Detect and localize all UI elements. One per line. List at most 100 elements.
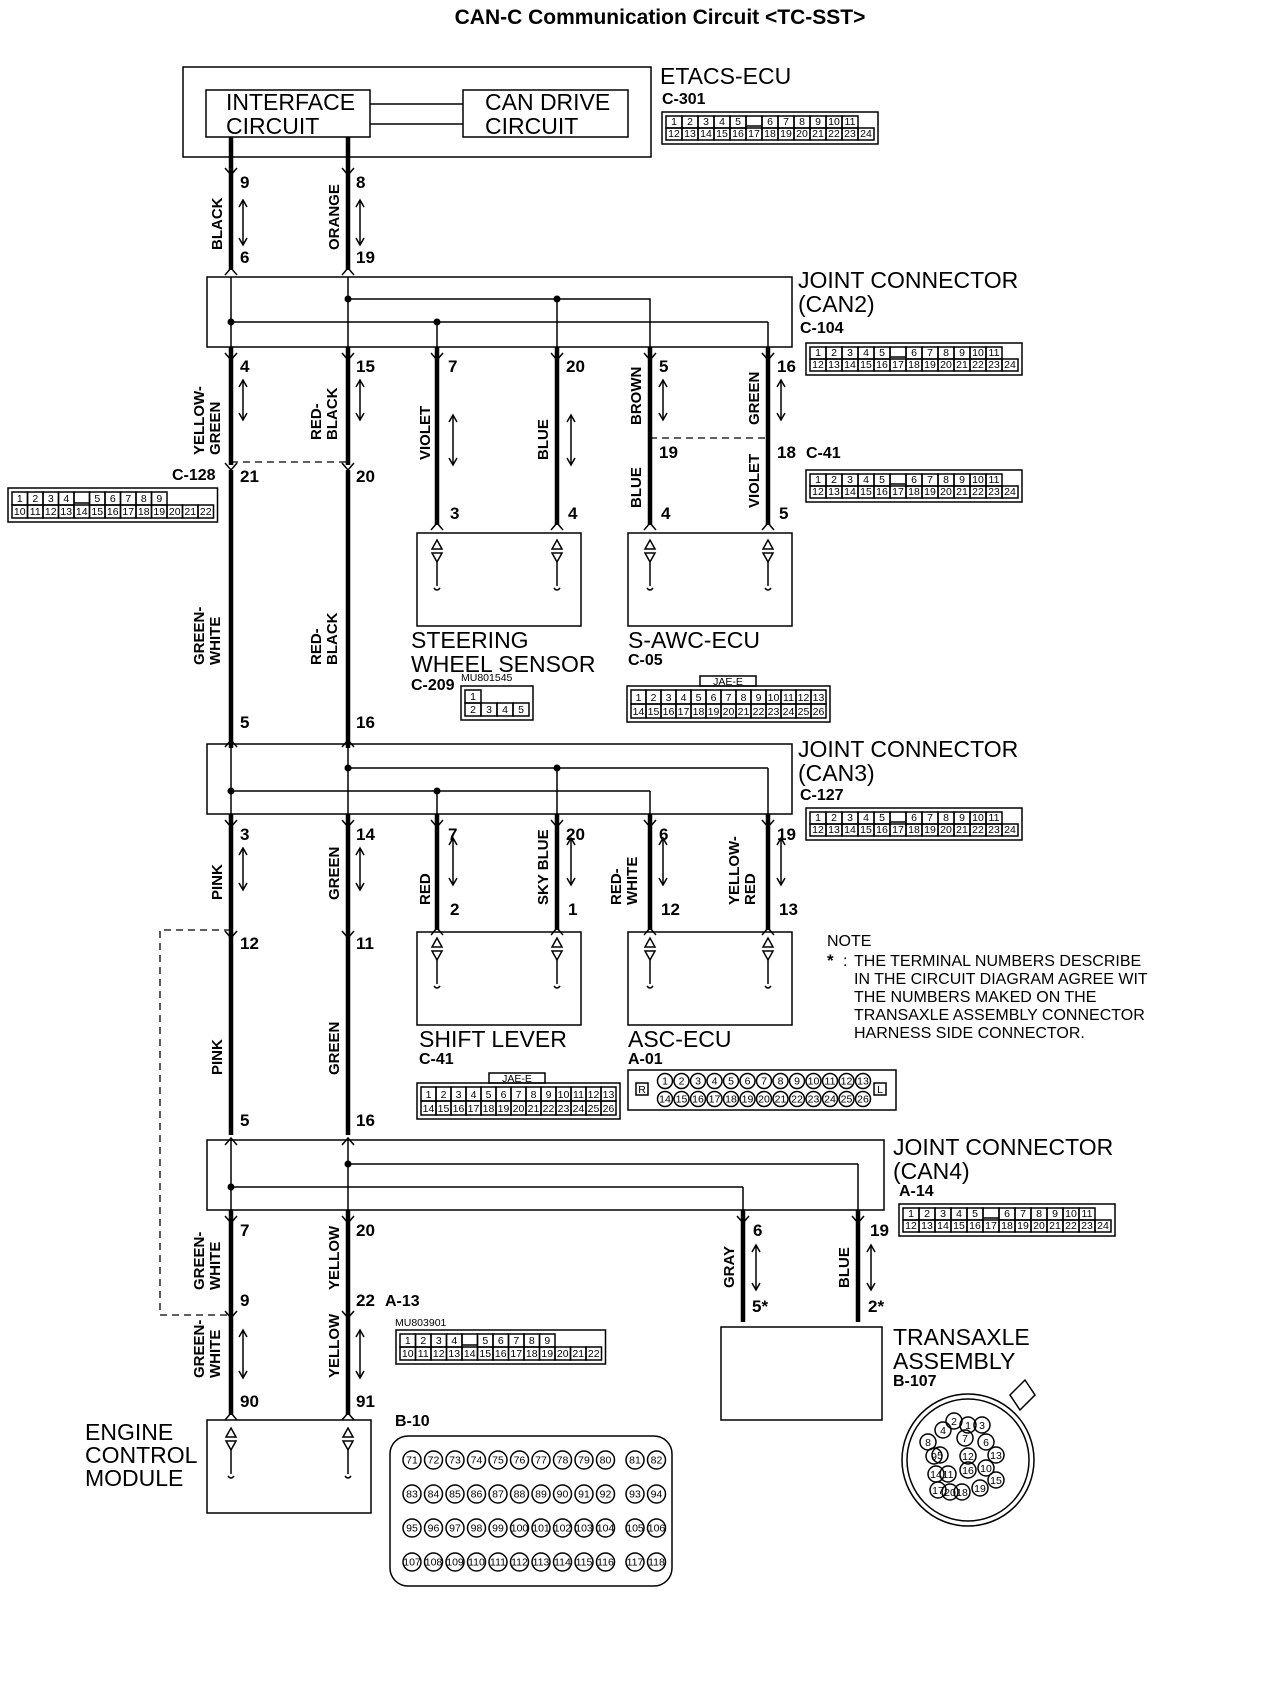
connector-cavity <box>755 1090 773 1108</box>
connector-cavity <box>739 1072 756 1090</box>
c301-connector-outline <box>661 111 879 145</box>
terminal-chevron-icon <box>341 167 355 177</box>
connector-cavity <box>552 1552 573 1572</box>
connector-pin-number: 13 <box>684 128 696 140</box>
connector-pin-number: 19 <box>780 128 792 140</box>
connector-pin-number: 20 <box>940 486 952 498</box>
arrowhead-icon <box>658 877 668 887</box>
pin-90: 90 <box>240 1392 259 1411</box>
arrowhead-icon <box>776 877 786 887</box>
connector-pin-number: 2 <box>831 474 837 486</box>
connector-pin-number: 19 <box>1017 1220 1029 1232</box>
wire-label-green-3: GREEN <box>326 1022 343 1075</box>
connector-tag-r: R <box>638 1084 646 1096</box>
connector-cavity <box>646 1450 667 1470</box>
connector-pin-number: 19 <box>924 824 936 836</box>
ecm-connector-code: B-10 <box>395 1413 430 1430</box>
connector-cavity <box>854 1090 872 1108</box>
connector-pin-number: 6 <box>911 812 917 824</box>
connector-cavity <box>706 1072 723 1090</box>
connector-pin-number: 21 <box>1049 1220 1061 1232</box>
connector-pin-number: 6 <box>498 1335 504 1347</box>
pin-4: 4 <box>568 504 578 523</box>
terminal-icon <box>430 538 444 550</box>
connector-pin-number: 17 <box>510 1348 522 1360</box>
pin-18: 18 <box>777 443 796 462</box>
connector-pin-number: 6 <box>745 1076 751 1088</box>
connector-cavity <box>739 1090 756 1108</box>
connector-pin-number: 18 <box>764 128 776 140</box>
connector-cavity <box>574 1518 594 1538</box>
connector-pin-number: 22 <box>200 506 212 518</box>
pin-19: 19 <box>659 443 678 462</box>
pin-j4_20: 20 <box>356 1221 375 1240</box>
connector-pin-number: 24 <box>860 128 872 140</box>
connector-pin-number: 100 <box>511 1523 529 1535</box>
connector-cavity <box>574 1484 594 1504</box>
asc-ecu-label: ASC-ECU <box>628 1026 732 1052</box>
pin-3: 3 <box>450 504 459 523</box>
connector-pin-number: 12 <box>668 128 680 140</box>
connector-pin-number: 15 <box>990 1475 1002 1487</box>
connector-cavity <box>959 1447 977 1465</box>
connector-cavity <box>646 1518 667 1538</box>
connector-pin-number: 15 <box>479 1348 491 1360</box>
connector-pin-number: 22 <box>972 486 984 498</box>
pin-j4_7: 7 <box>240 1221 249 1240</box>
terminal-chevron-icon <box>430 521 444 531</box>
shift-connector-type: JAE-E <box>502 1073 532 1085</box>
etacs-ecu-box <box>182 66 652 158</box>
connector-pin-number: 9 <box>546 1089 552 1101</box>
connector-pin-number: 11 <box>989 474 1000 486</box>
connector-pin-number: 107 <box>403 1557 421 1569</box>
terminal-icon <box>761 552 775 564</box>
connector-pin-number: 104 <box>597 1523 615 1535</box>
connector-cavity <box>1001 823 1019 837</box>
connector-cavity <box>1001 358 1019 372</box>
note-line: HARNESS SIDE CONNECTOR. <box>854 1025 1085 1042</box>
terminal-icon <box>643 552 657 564</box>
pin-5: 5 <box>240 713 249 732</box>
connector-pin-number: 14 <box>633 706 645 718</box>
connector-pin-number: 22 <box>543 1103 555 1115</box>
connector-pin-number: 16 <box>732 128 744 140</box>
connector-pin-number: 13 <box>990 1450 1002 1462</box>
terminal-chevron-icon <box>224 167 238 177</box>
connector-pin-number: 19 <box>541 1348 553 1360</box>
connector-pin-number: 111 <box>490 1557 506 1569</box>
connector-pin-number: 10 <box>1065 1208 1077 1220</box>
connector-pin-number: 4 <box>940 1425 946 1437</box>
pin-2: 2 <box>450 900 459 919</box>
connector-pin-number: 81 <box>629 1455 641 1467</box>
connector-pin-number: 22 <box>1065 1220 1077 1232</box>
b10-connector-outline <box>389 1435 673 1587</box>
terminal-chevron-icon <box>224 266 238 276</box>
connector-pin-number: 23 <box>844 128 856 140</box>
connector-pin-number: 19 <box>924 486 936 498</box>
connector-cavity <box>509 1484 530 1504</box>
connector-pin-number: 2 <box>32 493 38 505</box>
wire-label-sky-blue: SKY BLUE <box>535 829 552 905</box>
connector-pin-number: 12 <box>588 1089 600 1101</box>
connector-cavity <box>595 1518 616 1538</box>
terminal-icon <box>761 538 775 550</box>
connector-cavity <box>552 1518 573 1538</box>
connector-pin-number: 13 <box>857 1076 869 1088</box>
arrowhead-icon <box>238 412 248 422</box>
connector-pin-number: 7 <box>783 116 789 128</box>
splice-dot <box>344 295 352 303</box>
splice-dot <box>227 318 235 326</box>
connector-pin-number: 4 <box>863 812 869 824</box>
joint-connector-can3-label: JOINT CONNECTOR(CAN3) <box>798 736 1018 786</box>
connector-pin-number: 13 <box>828 824 840 836</box>
connector-pin-number: 16 <box>876 359 888 371</box>
splice-dot <box>553 295 561 303</box>
connector-pin-number: 103 <box>575 1523 593 1535</box>
connector-pin-number: 21 <box>184 506 196 518</box>
connector-pin-number: 83 <box>406 1489 418 1501</box>
note-heading: NOTE <box>827 933 871 950</box>
connector-pin-number: 21 <box>775 1094 787 1106</box>
connector-pin-number: 20 <box>944 1487 956 1499</box>
